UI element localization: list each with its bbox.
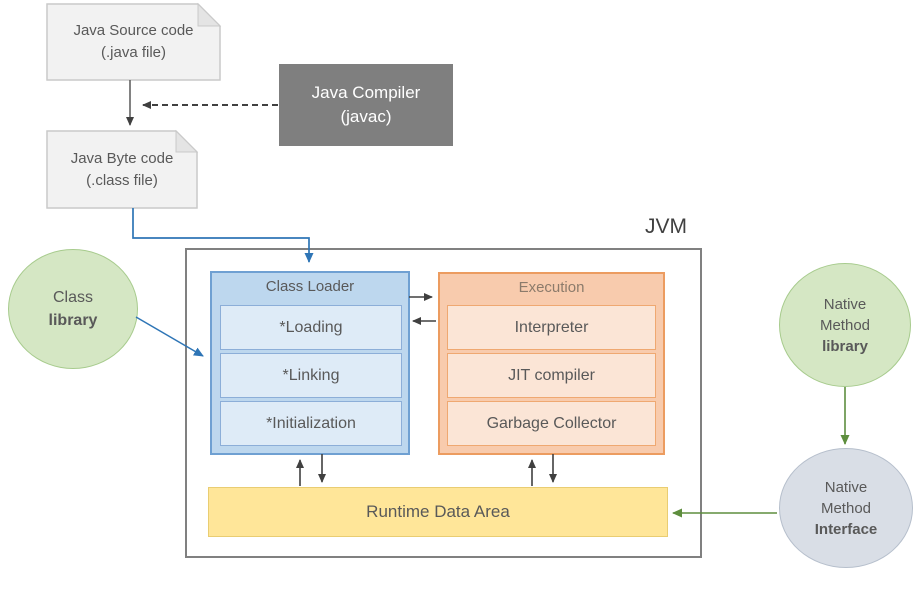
jvm-title: JVM — [645, 215, 687, 238]
java-byte-code-node: Java Byte code (.class file) — [47, 131, 197, 208]
native-method-interface-node: Native Method Interface — [779, 448, 913, 568]
class-loader-initialization: *Initialization — [220, 401, 402, 446]
java-source-line2: (.java file) — [100, 44, 167, 61]
class-loader-loading: *Loading — [220, 305, 402, 350]
runtime-data-area-node: Runtime Data Area — [208, 487, 668, 537]
native-method-library-line1: Native — [823, 295, 867, 313]
java-source-code-node: Java Source code (.java file) — [47, 4, 220, 80]
java-source-line1: Java Source code — [73, 22, 194, 39]
java-bytecode-line2: (.class file) — [86, 171, 158, 189]
class-library-node: Class library — [8, 249, 138, 369]
native-method-library-node: Native Method library — [779, 263, 911, 387]
execution-garbage-collector: Garbage Collector — [447, 401, 656, 446]
execution-title: Execution — [518, 279, 585, 296]
native-method-interface-line2: Method — [820, 499, 872, 517]
execution-jit-compiler: JIT compiler — [447, 353, 656, 398]
java-compiler-line1: Java Compiler — [311, 83, 421, 102]
native-method-interface-line1: Native — [824, 478, 868, 496]
java-compiler-node: Java Compiler (javac) — [279, 64, 453, 146]
class-library-line1: Class — [52, 289, 93, 306]
class-library-line2: library — [48, 312, 98, 329]
native-method-library-line2: Method — [819, 316, 871, 334]
runtime-data-area-label: Runtime Data Area — [366, 502, 510, 521]
execution-interpreter: Interpreter — [447, 305, 656, 350]
native-method-interface-line3: Interface — [814, 520, 878, 538]
native-method-library-line3: library — [822, 337, 868, 355]
class-loader-title: Class Loader — [265, 278, 355, 295]
java-bytecode-line1: Java Byte code — [70, 149, 174, 167]
java-compiler-line2: (javac) — [340, 107, 392, 126]
jvm-container-box — [185, 248, 702, 558]
class-loader-linking: *Linking — [220, 353, 402, 398]
class-loader-node: Class Loader *Loading *Linking *Initiali… — [210, 271, 410, 455]
execution-engine-node: Execution Interpreter JIT compiler Garba… — [438, 272, 665, 455]
